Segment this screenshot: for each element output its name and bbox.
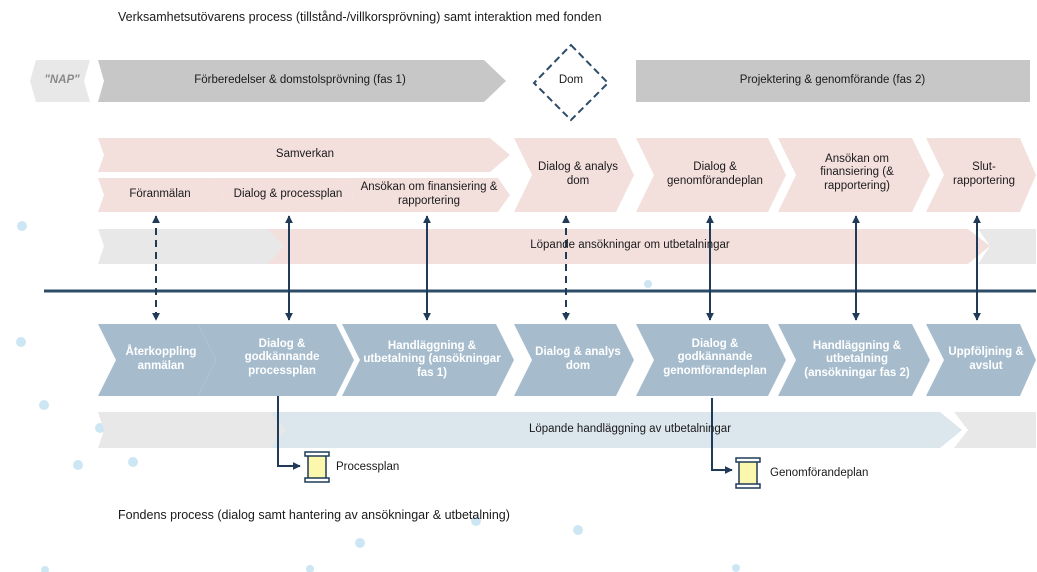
dialog-genomforandeplan-label: Dialog & genomförandeplan: [667, 161, 763, 187]
phase1-label: Förberedelser & domstolsprövning (fas 1): [194, 74, 406, 87]
foranmalan-chevron: [98, 178, 224, 212]
uppfoljning-label: Uppföljning & avslut: [948, 346, 1024, 372]
samverkan-label: Samverkan: [275, 148, 335, 161]
foranmalan-label: Föranmälan: [129, 188, 191, 201]
dialog-analys-dom-fund-label: Dialog & analys dom: [535, 346, 621, 372]
lopande-lead-chevron: [98, 229, 286, 264]
handlaggning-2-chevron: [778, 324, 930, 396]
handlaggning-lead-chevron: [98, 412, 288, 448]
decorative-dot: [39, 400, 49, 410]
phase2-box: [636, 60, 1030, 102]
slutrapportering-chevron: [926, 138, 1036, 212]
dom-diamond: [532, 43, 610, 122]
nap-label: "NAP": [44, 74, 80, 87]
ansokan-2-chevron: [778, 138, 930, 212]
dialog-analys-dom-chevron: [514, 138, 634, 212]
handlaggning-1-label: Handläggning & utbetalning (ansökningar …: [363, 339, 501, 379]
ansokan-finansiering-2-label: Ansökan om finansiering (& rapportering): [820, 152, 894, 192]
dialog-analys-dom-fund-chevron: [514, 324, 634, 396]
handlaggning-2-label: Handläggning & utbetalning (ansökningar …: [804, 339, 910, 379]
dialog-processplan-chevron: [212, 178, 354, 212]
dialog-genomforandeplan-chevron: [636, 138, 786, 212]
slutrapportering-label: Slut-rapportering: [952, 161, 1015, 187]
decorative-dot: [471, 516, 481, 526]
lopande-handlaggning-band: [270, 412, 962, 448]
phase1-arrow: [98, 60, 506, 102]
ansokan-1-chevron: [342, 178, 510, 212]
decorative-dot: [73, 460, 83, 470]
decorative-dot: [16, 337, 26, 347]
genomforandeplan-document-icon: [735, 457, 761, 489]
aterkoppling-label: Återkoppling anmälan: [125, 346, 197, 372]
processplan-document-icon: [304, 451, 330, 483]
aterkoppling-chevron: [98, 324, 216, 396]
decorative-dot: [128, 457, 138, 467]
ansokan-finansiering-1-label: Ansökan om finansiering & rapportering: [360, 181, 498, 207]
phase2-label: Projektering & genomförande (fas 2): [739, 74, 926, 87]
genomforandeplan-connector: [711, 398, 733, 474]
decorative-dot: [573, 525, 583, 535]
lopande-tail-chevron: [978, 229, 1036, 264]
dialog-godk-genomforandeplan-label: Dialog & godkännande genomförandeplan: [663, 337, 767, 377]
decorative-dot: [41, 566, 49, 572]
decorative-dot: [306, 565, 314, 572]
processplan-connector: [277, 396, 301, 470]
decorative-dot: [17, 221, 27, 231]
uppfoljning-chevron: [926, 324, 1036, 396]
dialog-godk-genomforandeplan-chevron: [636, 324, 786, 396]
samverkan-band: [98, 138, 510, 172]
processplan-doc-label: Processplan: [336, 461, 400, 474]
operator-process-title: Verksamhetsutövarens process (tillstånd-…: [118, 10, 602, 24]
dialog-analys-dom-label: Dialog & analys dom: [538, 161, 618, 187]
handlaggning-tail-chevron: [954, 412, 1036, 448]
dom-label: Dom: [558, 74, 584, 87]
decorative-dot: [732, 564, 740, 572]
background-dots: [16, 221, 740, 572]
dialog-processplan-label: Dialog & processplan: [233, 188, 343, 201]
lopande-ansokningar-band: [268, 229, 990, 264]
decorative-dot: [355, 538, 365, 548]
lopande-handlaggning-label: Löpande handläggning av utbetalningar: [528, 423, 732, 436]
fund-process-title: Fondens process (dialog samt hantering a…: [118, 508, 510, 522]
handlaggning-1-chevron: [342, 324, 514, 396]
decorative-dot: [644, 280, 652, 288]
nap-chevron: [30, 60, 90, 102]
lopande-ansokningar-label: Löpande ansökningar om utbetalningar: [530, 239, 730, 252]
dialog-godk-processplan-label: Dialog & godkännande processplan: [244, 337, 320, 377]
dialog-godk-processplan-chevron: [198, 324, 354, 396]
genomforandeplan-doc-label: Genomförandeplan: [770, 467, 869, 480]
